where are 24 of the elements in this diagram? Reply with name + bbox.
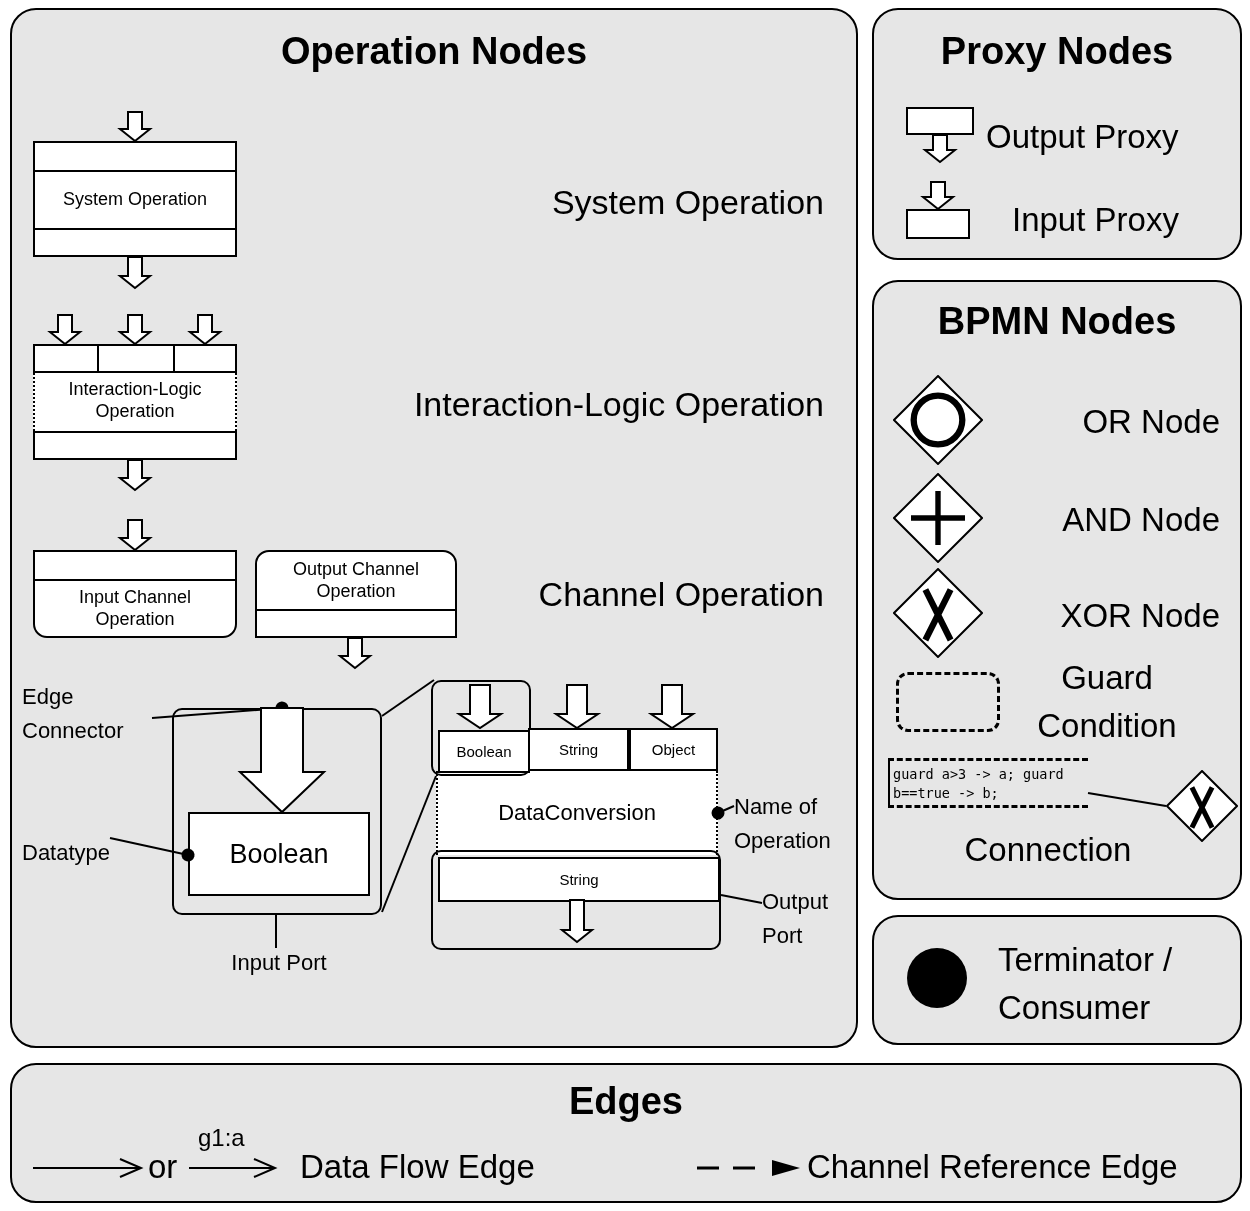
panel-title: Proxy Nodes	[939, 29, 1175, 75]
panel-title: Edges	[567, 1079, 684, 1125]
node-label: Input Channel Operation	[77, 585, 193, 631]
node-caption: Terminator / Consumer	[998, 940, 1174, 1028]
node-label: DataConversion	[497, 798, 657, 827]
operation-kind-label: Channel Operation	[538, 574, 824, 615]
panel-title: BPMN Nodes	[936, 299, 1178, 345]
node-label: System Operation	[61, 188, 209, 212]
annotation-text: g1:a	[198, 1123, 245, 1153]
node-caption: Input Proxy	[1012, 200, 1180, 240]
symbol-caption: Guard Condition	[1036, 658, 1178, 746]
operation-kind-label: Interaction-Logic Operation	[413, 384, 824, 425]
legend-text: Data Flow Edge	[300, 1147, 535, 1187]
operation-kind-label: System Operation	[551, 182, 824, 223]
node-label: Interaction-Logic Operation	[67, 378, 203, 423]
legend-text: Channel Reference Edge	[807, 1147, 1178, 1187]
panel-title: Operation Nodes	[279, 29, 589, 75]
node-caption: Output Proxy	[986, 117, 1180, 157]
node-caption: OR Node	[1081, 402, 1220, 442]
node-caption: AND Node	[1061, 500, 1220, 540]
node-label: Output Channel Operation	[291, 557, 421, 603]
connector-word: or	[148, 1147, 178, 1187]
node-caption: Connection	[963, 830, 1133, 870]
node-caption: XOR Node	[1059, 596, 1220, 636]
